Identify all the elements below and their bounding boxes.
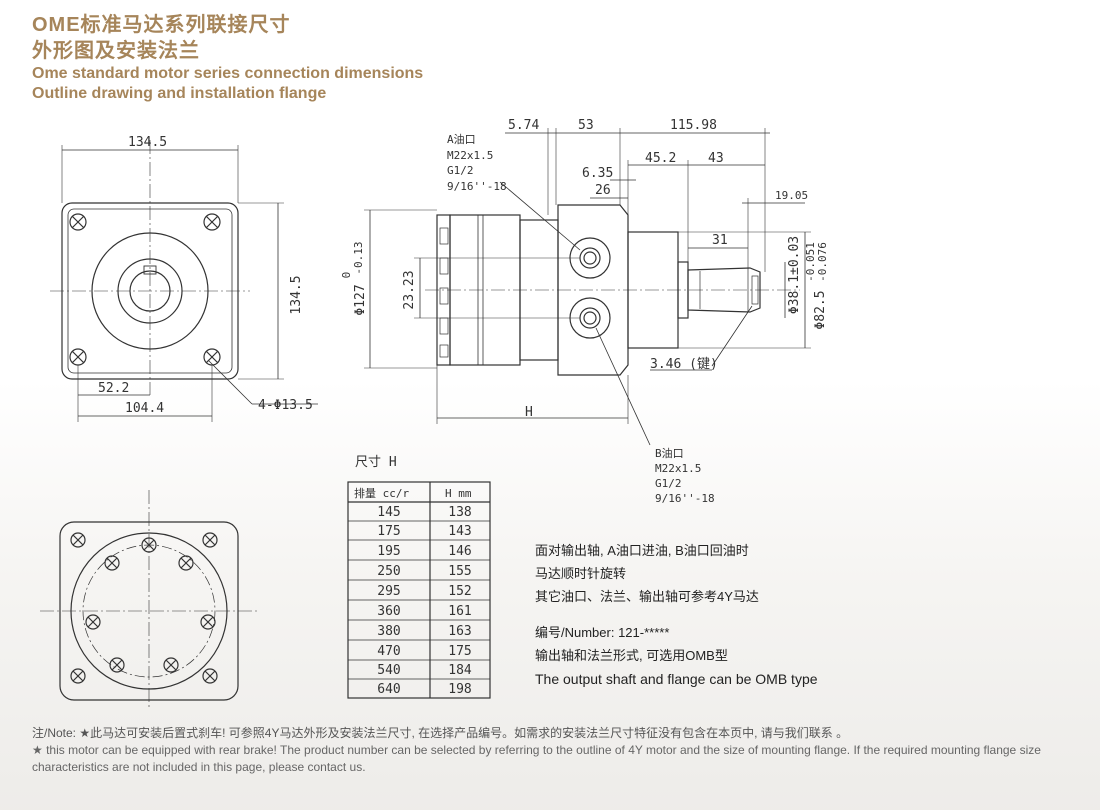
title-block: OME标准马达系列联接尺寸 外形图及安装法兰 Ome standard moto… [32,12,423,104]
port-b-label-4: 9/16''-18 [655,492,715,505]
port-b-label-3: G1/2 [655,477,682,490]
table-cell: 138 [448,505,471,520]
dim-2323: 23.23 [402,270,417,309]
dim-127: Φ127 [353,284,368,315]
dim-43: 43 [708,151,724,166]
table-cell: 146 [448,544,471,559]
table-cell: 155 [448,564,471,579]
dim-h: H [525,405,533,420]
dim-53: 53 [578,118,594,133]
port-b-label-2: M22x1.5 [655,462,701,475]
dim-574: 5.74 [508,118,539,133]
table-cell: 380 [377,624,400,639]
product-number: 编号/Number: 121-***** [535,625,670,640]
footer-note-cn: 注/Note: ★此马达可安装后置式刹车! 可参照4Y马达外形及安装法兰尺寸, … [32,726,849,740]
description-line-1: 面对输出轴, A油口进油, B油口回油时 [535,543,749,558]
table-cell: 163 [448,624,471,639]
description-line-2: 马达顺时针旋转 [535,566,627,581]
dim-127-tol-bot: -0.13 [352,241,365,274]
dim-381: Φ38.1±0.03 [787,236,802,314]
side-view-motor [364,128,811,446]
table-cell: 195 [377,544,400,559]
table-cell: 360 [377,604,400,619]
front-holes-dim: 4-Φ13.5 [258,398,313,413]
title-en-1: Ome standard motor series connection dim… [32,65,424,82]
port-a-label-4: 9/16''-18 [447,180,507,193]
table-rows: 145 138 175 143 195 146 250 155 295 152 … [377,505,472,697]
dim-26: 26 [595,183,611,198]
description-line-6: The output shaft and flange can be OMB t… [535,671,818,687]
footer-note-en: ★ this motor can be equipped with rear b… [32,743,1041,774]
table-caption: 尺寸 H [355,455,397,470]
dim-11598: 115.98 [670,118,717,133]
dim-452: 45.2 [645,151,676,166]
table-cell: 175 [448,644,471,659]
front-width-dim: 134.5 [128,135,167,150]
dim-825-tol-bot: -0.076 [816,242,829,282]
table-grid [347,481,491,699]
description-line-5: 输出轴和法兰形式, 可选用OMB型 [535,648,728,663]
title-cn-2: 外形图及安装法兰 [32,40,200,62]
table-cell: 295 [377,584,400,599]
port-a-label-2: M22x1.5 [447,149,493,162]
port-b-label-1: B油口 [655,446,684,460]
description-block: 面对输出轴, A油口进油, B油口回油时 马达顺时针旋转 其它油口、法兰、输出轴… [535,542,818,688]
dim-31: 31 [712,233,728,248]
title-en-2: Outline drawing and installation flange [32,85,327,102]
table-header-h: H mm [445,487,472,500]
table-cell: 184 [448,663,472,678]
dim-635: 6.35 [582,166,613,181]
table-cell: 470 [377,644,400,659]
dim-key: 3.46 (键) [650,357,718,372]
table-cell: 540 [377,663,400,678]
table-header-displacement: 排量 cc/r [354,486,409,500]
front-dim-104: 104.4 [125,401,164,416]
title-cn-1: OME标准马达系列联接尺寸 [32,14,291,36]
dim-825: Φ82.5 [813,290,828,329]
dim-1905: 19.05 [775,189,808,202]
front-view-flange [50,140,318,422]
footer-note: 注/Note: ★此马达可安装后置式刹车! 可参照4Y马达外形及安装法兰尺寸, … [32,725,1082,776]
flange-view [40,490,260,710]
front-dim-52: 52.2 [98,381,129,396]
table-cell: 250 [377,564,400,579]
table-cell: 198 [448,682,471,697]
table-cell: 145 [377,505,400,520]
table-cell: 640 [377,682,400,697]
port-a-label-3: G1/2 [447,164,474,177]
table-cell: 152 [448,584,471,599]
dim-825-tol-top: -0.051 [804,242,817,282]
table-cell: 161 [448,604,471,619]
description-line-3: 其它油口、法兰、输出轴可参考4Y马达 [535,589,759,604]
dim-127-tol-top: 0 [340,272,353,279]
front-height-dim: 134.5 [289,275,304,314]
table-cell: 143 [448,524,471,539]
table-cell: 175 [377,524,400,539]
port-a-label-1: A油口 [447,132,476,146]
